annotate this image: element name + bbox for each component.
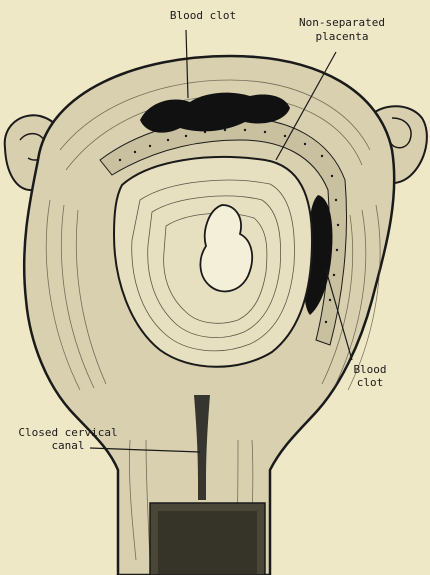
- label-closed-cervical-canal-line2: canal: [8, 440, 128, 451]
- label-closed-cervical-canal-line1: Closed cervical: [8, 427, 128, 438]
- label-blood-clot-right-line2: clot: [340, 377, 400, 388]
- label-non-separated-placenta-line1: Non-separated: [282, 17, 402, 28]
- label-blood-clot-top: Blood clot: [148, 10, 258, 21]
- cervix-opening-inner: [158, 511, 257, 575]
- label-non-separated-placenta-line2: placenta: [282, 31, 402, 42]
- label-blood-clot-right-line1: Blood: [340, 364, 400, 375]
